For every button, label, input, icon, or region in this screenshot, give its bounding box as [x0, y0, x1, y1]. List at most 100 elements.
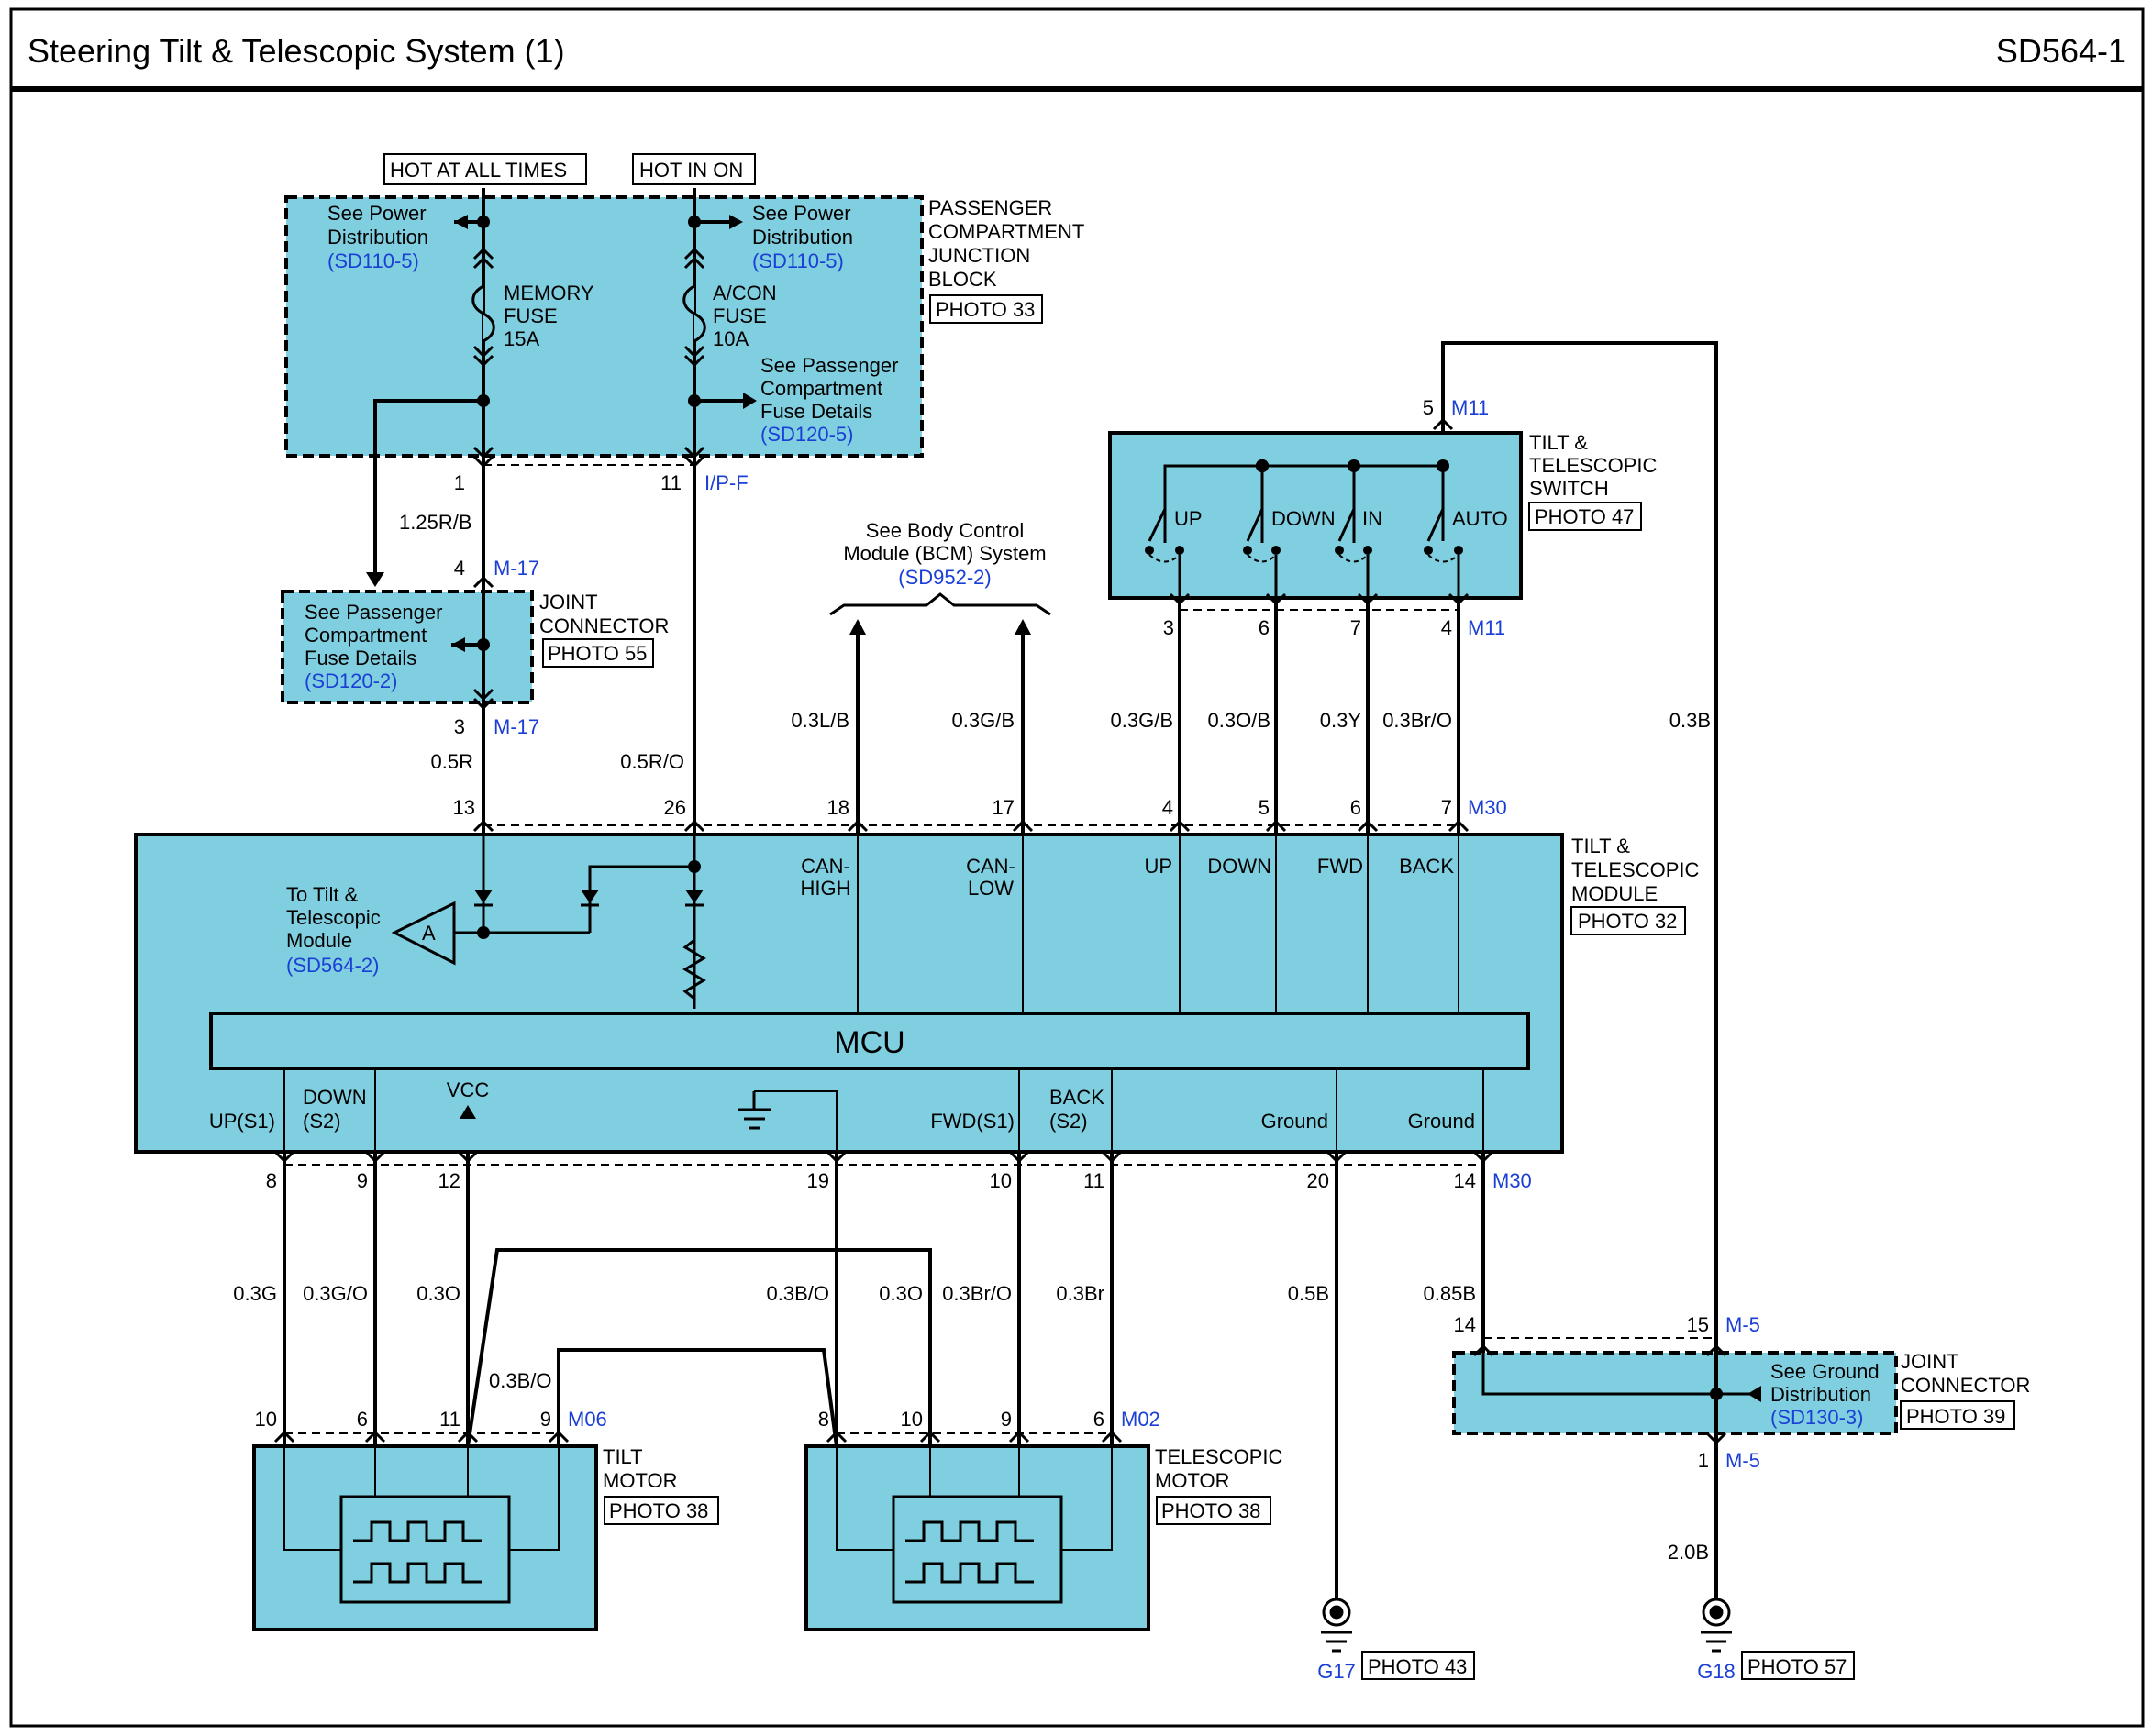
- jc-bottom-name-2: CONNECTOR: [1901, 1374, 2030, 1397]
- tele-photo[interactable]: PHOTO 38: [1161, 1499, 1260, 1522]
- header: Steering Tilt & Telescopic System (1) SD…: [9, 7, 2145, 1728]
- acon-fuse-2: FUSE: [713, 304, 767, 327]
- wire-sw-up: 0.3G/B: [1111, 709, 1173, 732]
- label-back-s2-1: BACK: [1049, 1086, 1104, 1109]
- module-pin-14: 14: [1454, 1169, 1476, 1192]
- jb-fuse-details-link[interactable]: (SD120-5): [760, 423, 853, 446]
- jb-ref-left-link[interactable]: (SD110-5): [327, 249, 419, 272]
- jb-name-3: JUNCTION: [928, 244, 1030, 267]
- module-connector-bottom: M30: [1492, 1169, 1532, 1192]
- wire-0-5b: 0.5B: [1288, 1282, 1329, 1305]
- diagram-code: SD564-1: [1996, 32, 2126, 70]
- switch-pin-6: 6: [1259, 616, 1270, 639]
- module-pin-10: 10: [990, 1169, 1012, 1192]
- switch-name-1: TILT &: [1529, 431, 1588, 454]
- jc-bottom-ref-link[interactable]: (SD130-3): [1770, 1406, 1863, 1429]
- wire-0-5r: 0.5R: [431, 750, 473, 773]
- wire-0-3bro: 0.3Br/O: [942, 1282, 1012, 1305]
- wire-sw-down: 0.3O/B: [1208, 709, 1270, 732]
- module-pin-4: 4: [1162, 796, 1173, 819]
- label-up-s1: UP(S1): [209, 1110, 275, 1133]
- label-can-low-1: CAN-: [966, 855, 1015, 878]
- connector-lines: [284, 464, 1716, 1434]
- wire-sw-auto: 0.3Br/O: [1382, 709, 1452, 732]
- memory-fuse-2: FUSE: [504, 304, 558, 327]
- bcm-ref-2: Module (BCM) System: [843, 542, 1046, 565]
- ref-symbol-a: A: [422, 922, 436, 945]
- jc-bottom-name-1: JOINT: [1901, 1350, 1959, 1373]
- wires: [283, 188, 1761, 1600]
- jb-fuse-details-3: Fuse Details: [760, 400, 872, 423]
- wire-can-low: 0.3G/B: [952, 709, 1015, 732]
- module-pin-5: 5: [1259, 796, 1270, 819]
- tele-pin-8: 8: [818, 1408, 829, 1431]
- to-module-link[interactable]: (SD564-2): [286, 954, 379, 977]
- bcm-ref-link[interactable]: (SD952-2): [898, 566, 991, 589]
- to-module-2: Telescopic: [286, 906, 381, 929]
- mcu-box: [209, 1012, 1530, 1070]
- ground-g18-photo[interactable]: PHOTO 57: [1747, 1655, 1847, 1678]
- switch-photo[interactable]: PHOTO 47: [1535, 505, 1634, 528]
- switch-pin-3: 3: [1163, 616, 1174, 639]
- jc-bottom-pin-bottom: 1: [1698, 1449, 1709, 1472]
- label-fwd: FWD: [1317, 855, 1363, 878]
- label-down-s2-1: DOWN: [303, 1086, 367, 1109]
- module-box: [134, 833, 1564, 1154]
- joint-connector-top-box: [281, 590, 534, 704]
- switch-name-3: SWITCH: [1529, 477, 1609, 500]
- switch-label-up: UP: [1174, 507, 1203, 530]
- jb-ref-left-1: See Power: [327, 202, 427, 225]
- jc-bottom-connector-2: M-5: [1725, 1449, 1760, 1472]
- jb-photo[interactable]: PHOTO 33: [936, 298, 1035, 321]
- jb-connector: I/P-F: [704, 471, 749, 494]
- bcm-ref-1: See Body Control: [866, 519, 1024, 542]
- boxed-labels: [383, 153, 2015, 1680]
- label-can-high-1: CAN-: [801, 855, 850, 878]
- fuses: [471, 284, 706, 343]
- switch-pin-top: 5: [1423, 396, 1434, 419]
- jc-bottom-ref-1: See Ground: [1770, 1360, 1880, 1383]
- jc-bottom-connector-1: M-5: [1725, 1313, 1760, 1336]
- jc-bottom-ref-2: Distribution: [1770, 1383, 1871, 1406]
- switch-pin-4: 4: [1441, 616, 1452, 639]
- module-photo[interactable]: PHOTO 32: [1578, 910, 1677, 933]
- wire-1-25rb: 1.25R/B: [399, 511, 472, 534]
- tilt-photo[interactable]: PHOTO 38: [609, 1499, 708, 1522]
- ground-g17-photo[interactable]: PHOTO 43: [1368, 1655, 1467, 1678]
- acon-fuse-3: 10A: [713, 327, 749, 350]
- wire-cross-0-3bo: 0.3B/O: [489, 1369, 551, 1392]
- jc-top-photo[interactable]: PHOTO 55: [548, 642, 647, 665]
- switch-name-2: TELESCOPIC: [1529, 454, 1657, 477]
- tele-pin-10: 10: [901, 1408, 923, 1431]
- switch-pin-7: 7: [1350, 616, 1361, 639]
- module-name-2: TELESCOPIC: [1571, 858, 1699, 881]
- memory-fuse-1: MEMORY: [504, 282, 594, 304]
- jb-ref-left-2: Distribution: [327, 226, 428, 249]
- jb-ref-right-1: See Power: [752, 202, 851, 225]
- module-name-3: MODULE: [1571, 882, 1658, 905]
- module-pin-8: 8: [266, 1169, 277, 1192]
- wire-sw-in: 0.3Y: [1320, 709, 1362, 732]
- wire-0-3go: 0.3G/O: [303, 1282, 368, 1305]
- jc-top-name-1: JOINT: [539, 591, 598, 614]
- tilt-connector: M06: [568, 1408, 607, 1431]
- label-can-low-2: LOW: [968, 877, 1014, 900]
- wire-0-85b: 0.85B: [1424, 1282, 1477, 1305]
- jb-ref-right-link[interactable]: (SD110-5): [752, 249, 844, 272]
- label-down: DOWN: [1207, 855, 1271, 878]
- switch-label-down: DOWN: [1271, 507, 1336, 530]
- module-pin-13: 13: [453, 796, 475, 819]
- jc-bottom-pin-left: 14: [1454, 1313, 1476, 1336]
- tele-name-2: MOTOR: [1155, 1469, 1229, 1492]
- mcu-label: MCU: [834, 1025, 904, 1060]
- label-ground-2: Ground: [1408, 1110, 1475, 1133]
- wire-ground-jumper: 0.3B: [1669, 709, 1711, 732]
- jc-top-ref-link[interactable]: (SD120-2): [305, 669, 397, 692]
- tele-name-1: TELESCOPIC: [1155, 1445, 1282, 1468]
- junction-dots: [477, 216, 1723, 1400]
- jc-bottom-photo[interactable]: PHOTO 39: [1906, 1405, 2005, 1428]
- label-back-s2-2: (S2): [1049, 1110, 1088, 1133]
- junction-block-box: [284, 195, 924, 458]
- tilt-name-1: TILT: [603, 1445, 643, 1468]
